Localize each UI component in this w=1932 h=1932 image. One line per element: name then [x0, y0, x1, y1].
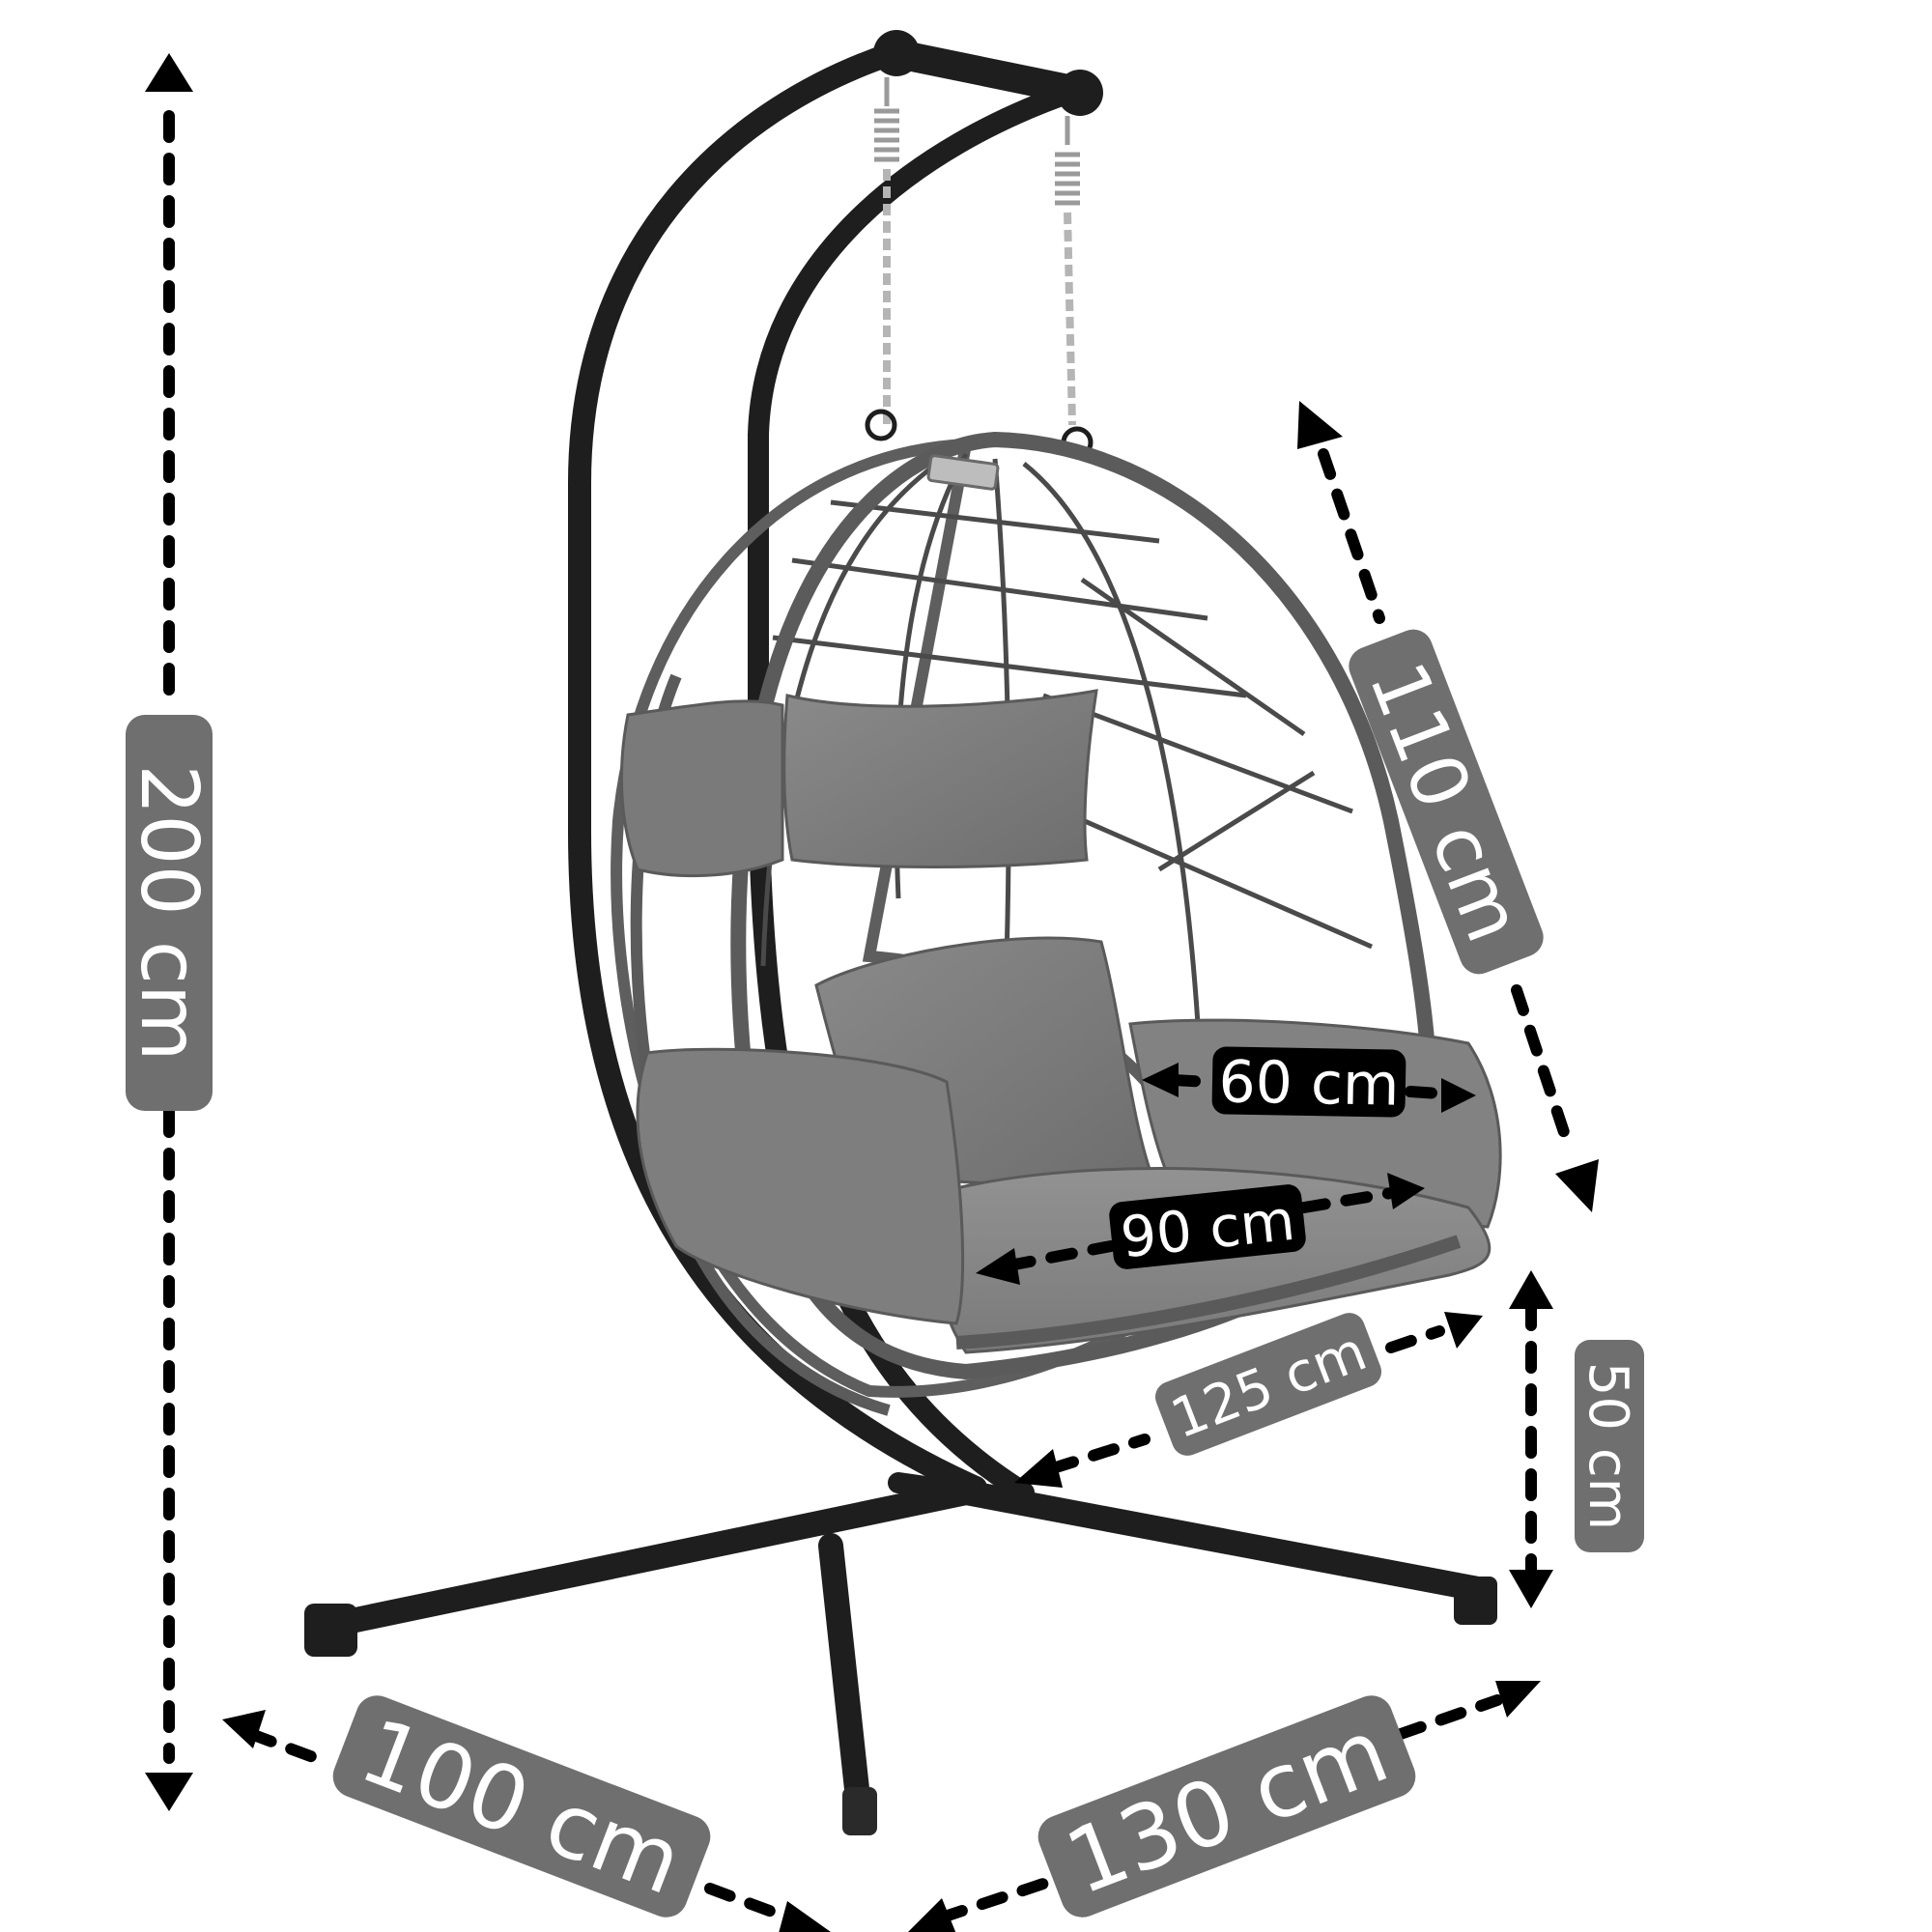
arrowhead-left-icon [222, 1710, 266, 1748]
arrowhead-left-icon [908, 1898, 956, 1932]
label-base-depth: 100 cm [332, 1695, 711, 1918]
arrow-base-depth-left [245, 1728, 334, 1769]
stand-front-arm [748, 81, 1083, 764]
label-backrest-width-text: 60 cm [1218, 1048, 1400, 1119]
arrow-seat-right [1298, 1187, 1397, 1213]
arrow-base-width-right [1395, 1694, 1503, 1740]
arrow-depth-right [1385, 1325, 1445, 1353]
arrowhead-right-icon [779, 1901, 831, 1932]
arrow-backrest-right [1405, 1086, 1445, 1099]
arrow-backrest-left [1168, 1074, 1213, 1088]
label-total-height: 200 cm [123, 715, 214, 1111]
basket-front-rim [730, 431, 1437, 1380]
arrow-egg-height-top [1318, 448, 1385, 624]
label-seat-depth-text: 125 cm [1163, 1320, 1375, 1451]
arrow-depth-left [1047, 1434, 1151, 1474]
label-base-width-text: 130 cm [1053, 1699, 1401, 1916]
arrowheads [145, 53, 1599, 1932]
seat-cushion [938, 1167, 1492, 1354]
label-seat-width: 90 cm [1109, 1184, 1306, 1270]
arrowhead-up-icon [1509, 1270, 1553, 1309]
arrow-base-depth-right [704, 1883, 793, 1923]
armrest-cushion-left [636, 1047, 965, 1325]
side-cushion-left [619, 699, 784, 878]
seat-base-rim [955, 1235, 1462, 1350]
label-base-depth-text: 100 cm [348, 1699, 696, 1916]
arrow-egg-height-bottom [1511, 984, 1576, 1155]
stand-top-crossbar [879, 39, 1096, 106]
label-total-height-text: 200 cm [123, 764, 214, 1062]
label-base-width: 130 cm [1037, 1695, 1416, 1918]
right-spring [1055, 116, 1080, 206]
arrowhead-up-icon [1297, 401, 1343, 449]
arrowhead-up-icon [145, 53, 193, 92]
arrowhead-right-icon [1495, 1681, 1541, 1718]
arrow-seat-left [1004, 1240, 1117, 1271]
arrowhead-down-icon [1555, 1159, 1599, 1212]
arrowhead-right-icon [1387, 1173, 1425, 1209]
dimension-arrows [163, 110, 1576, 1923]
basket-top-plate [926, 454, 1000, 491]
headrest-pillow [782, 689, 1098, 868]
base-leg-back [888, 1472, 977, 1503]
arrowhead-down-icon [1509, 1570, 1553, 1608]
base-leg-front [818, 1533, 872, 1829]
base-leg-left [306, 1480, 979, 1640]
arrowhead-right-icon [1444, 1312, 1483, 1349]
label-backrest-width: 60 cm [1211, 1046, 1406, 1120]
label-seat-height-text: 50 cm [1577, 1362, 1639, 1530]
arrow-base-width-left [936, 1873, 1064, 1923]
label-seat-height: 50 cm [1575, 1340, 1644, 1552]
right-chain [1064, 212, 1076, 426]
arrowhead-left-icon [1014, 1449, 1063, 1488]
arrowhead-left-icon [1142, 1063, 1179, 1097]
base-leg-right [953, 1480, 1491, 1602]
left-spring [874, 77, 899, 162]
label-egg-height: 110 cm [1349, 629, 1544, 975]
stand-frame [304, 30, 1497, 1835]
arrowhead-down-icon [145, 1773, 193, 1811]
arrowhead-right-icon [1441, 1078, 1476, 1113]
arrowhead-left-icon [976, 1248, 1020, 1285]
